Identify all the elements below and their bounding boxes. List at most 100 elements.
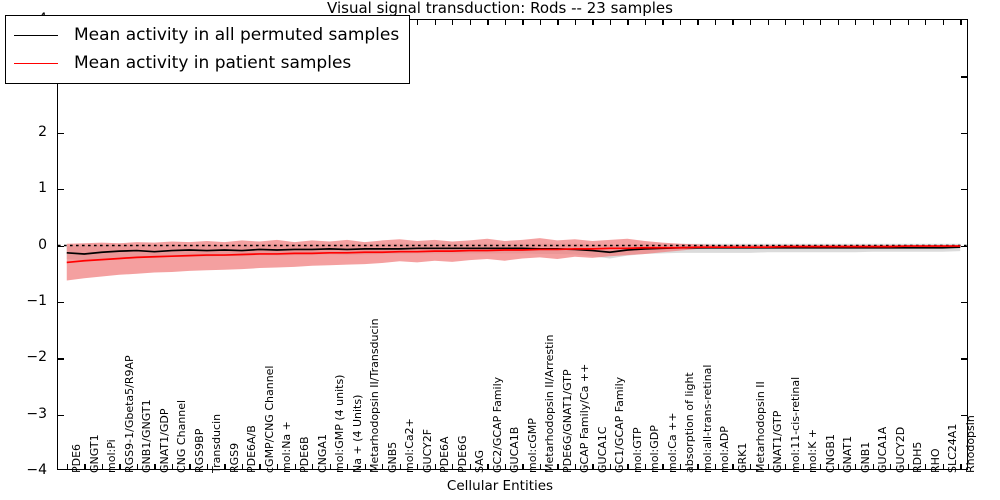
x-tick-mark	[452, 464, 454, 469]
x-tick-mark	[802, 464, 804, 469]
x-tick-mark	[224, 464, 226, 469]
x-tick-mark	[890, 464, 892, 469]
x-tick-label: PDE6G	[455, 435, 469, 473]
y-tick-mark	[961, 358, 967, 360]
x-tick-mark	[452, 20, 454, 25]
x-tick-mark	[206, 464, 209, 469]
x-tick-mark	[714, 20, 717, 25]
x-tick-label: mol:GMP (4 units)	[333, 374, 347, 473]
x-tick-mark	[522, 20, 524, 25]
x-tick-mark	[942, 464, 945, 469]
y-tick-mark	[961, 76, 967, 78]
legend-label-patient: Mean activity in patient samples	[74, 53, 352, 73]
x-tick-label: Metarhodopsin II/Arrestin	[543, 334, 557, 473]
x-tick-label: GNB5	[385, 441, 399, 473]
x-tick-mark	[84, 464, 86, 469]
x-tick-mark	[960, 20, 962, 25]
x-tick-mark	[732, 464, 734, 469]
permuted-mean-line	[66, 246, 961, 255]
x-tick-mark	[294, 464, 296, 469]
chart-title: Visual signal transduction: Rods -- 23 s…	[327, 0, 673, 17]
x-tick-mark	[417, 20, 419, 25]
x-tick-mark	[557, 20, 559, 25]
x-tick-mark	[697, 20, 699, 25]
y-tick-mark	[58, 189, 64, 191]
x-tick-label: mol:ADP	[718, 426, 732, 473]
x-tick-label: RHO	[928, 448, 942, 473]
x-tick-label: GCAP Family/Ca ++	[578, 363, 592, 473]
x-tick-mark	[662, 20, 664, 25]
y-tick-mark	[58, 358, 64, 360]
x-tick-label: GUCY2F	[420, 428, 434, 473]
x-tick-label: mol:Na +	[280, 421, 294, 473]
x-tick-mark	[837, 20, 839, 25]
x-tick-mark	[697, 464, 699, 469]
x-tick-mark	[592, 464, 594, 469]
legend-swatch-patient	[14, 62, 58, 64]
x-tick-mark	[469, 464, 471, 469]
y-tick-mark	[58, 132, 64, 135]
x-tick-label: SLC24A1	[946, 423, 960, 473]
x-tick-mark	[785, 20, 787, 25]
x-tick-label: cGMP/CNG Channel	[262, 365, 276, 474]
x-tick-label: absorption of light	[683, 372, 697, 473]
x-tick-mark	[539, 20, 542, 25]
y-tick-mark	[961, 189, 967, 191]
x-tick-mark	[855, 20, 857, 25]
x-tick-mark	[539, 464, 542, 469]
x-tick-mark	[714, 464, 717, 469]
y-tick-mark	[961, 301, 967, 304]
x-tick-label: Rhodopsin	[963, 415, 977, 473]
y-tick-label: −1	[26, 292, 47, 309]
y-tick-label: 2	[38, 123, 47, 140]
x-tick-mark	[347, 464, 349, 469]
x-tick-mark	[557, 464, 559, 469]
x-tick-label: CNGA1	[315, 434, 329, 473]
y-tick-label: −4	[26, 462, 47, 478]
x-tick-mark	[101, 464, 104, 469]
y-tick-mark	[961, 132, 967, 135]
x-tick-mark	[609, 20, 612, 25]
x-tick-label: RDH5	[911, 441, 925, 473]
x-tick-mark	[925, 464, 927, 469]
x-tick-mark	[802, 20, 804, 25]
x-tick-mark	[837, 464, 839, 469]
x-tick-label: mol:11-cis-retinal	[788, 376, 802, 473]
x-tick-label: PDE6A/B	[245, 425, 259, 473]
x-tick-label: mol:K +	[806, 428, 820, 473]
x-tick-label: GNAT1/GDP	[157, 408, 171, 473]
x-tick-label: Metarhodopsin II	[753, 381, 767, 473]
x-tick-mark	[890, 20, 892, 25]
y-tick-mark	[58, 414, 64, 416]
x-tick-mark	[434, 20, 436, 25]
y-tick-mark	[58, 301, 64, 304]
x-tick-mark	[171, 464, 174, 469]
x-tick-label: RGS9BP	[192, 428, 206, 473]
x-tick-mark	[574, 20, 577, 25]
y-tick-label: 1	[38, 180, 47, 197]
x-tick-mark	[644, 20, 647, 25]
x-tick-mark	[382, 464, 384, 469]
x-tick-label: GRK1	[735, 442, 749, 473]
x-tick-mark	[574, 464, 577, 469]
x-tick-label: Na + (4 Units)	[350, 394, 364, 473]
x-tick-label: GUCA1B	[508, 426, 522, 473]
x-tick-mark	[504, 20, 507, 25]
x-tick-mark	[820, 20, 822, 25]
x-tick-mark	[907, 464, 909, 469]
x-tick-label: GNB1	[858, 441, 872, 473]
x-tick-mark	[750, 20, 752, 25]
x-tick-label: PDE6B	[298, 436, 311, 473]
x-tick-mark	[154, 464, 156, 469]
x-tick-label: PDE6	[70, 443, 84, 473]
x-tick-mark	[750, 464, 752, 469]
x-tick-mark	[119, 464, 121, 469]
x-tick-mark	[907, 20, 909, 25]
x-tick-mark	[662, 464, 664, 469]
x-tick-mark	[241, 464, 244, 469]
plot-area	[58, 20, 967, 469]
x-tick-mark	[767, 464, 769, 469]
x-tick-label: PDE6G/GNAT1/GTP	[560, 369, 574, 473]
x-tick-label: SAG	[473, 449, 487, 473]
